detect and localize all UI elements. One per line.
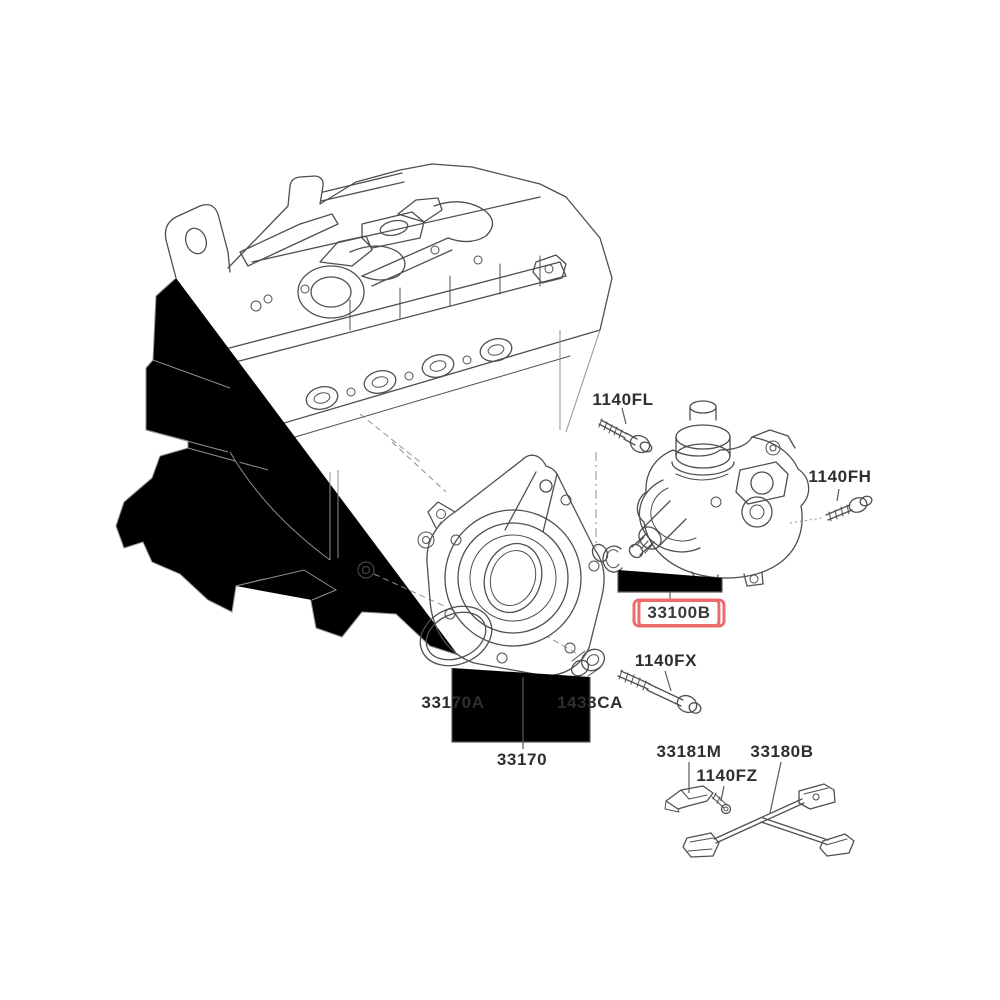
bolt-1140fh-drawing bbox=[789, 495, 873, 524]
front-cover-drawing bbox=[426, 454, 609, 677]
part-label-33181m: 33181M bbox=[656, 742, 722, 761]
part-label-1140fh: 1140FH bbox=[808, 467, 872, 486]
part-label-33170: 33170 bbox=[496, 750, 548, 769]
part-label-1140fx: 1140FX bbox=[634, 651, 698, 670]
snap-ring-drawing bbox=[602, 545, 623, 573]
bolt-1140fz-drawing bbox=[711, 792, 732, 815]
gasket-ring-drawing bbox=[419, 605, 493, 667]
bracket-drawing bbox=[664, 785, 714, 813]
leader-lines bbox=[451, 407, 840, 814]
bolt-1140fx-drawing bbox=[617, 669, 702, 714]
part-label-1140fl: 1140FL bbox=[592, 390, 654, 409]
part-label-1140fz: 1140FZ bbox=[696, 766, 758, 785]
part-label-33180b: 33180B bbox=[750, 742, 814, 761]
part-label-33100b: 33100B bbox=[637, 599, 721, 627]
part-label-33170a: 33170A bbox=[421, 693, 485, 712]
fuel-pump-drawing bbox=[628, 400, 810, 588]
harness-drawing bbox=[682, 783, 855, 858]
part-label-1433ca: 1433CA bbox=[557, 693, 623, 712]
bolt-1140fl-drawing bbox=[595, 418, 653, 548]
engine-drawing bbox=[115, 163, 613, 656]
plug-drawing bbox=[547, 636, 606, 677]
